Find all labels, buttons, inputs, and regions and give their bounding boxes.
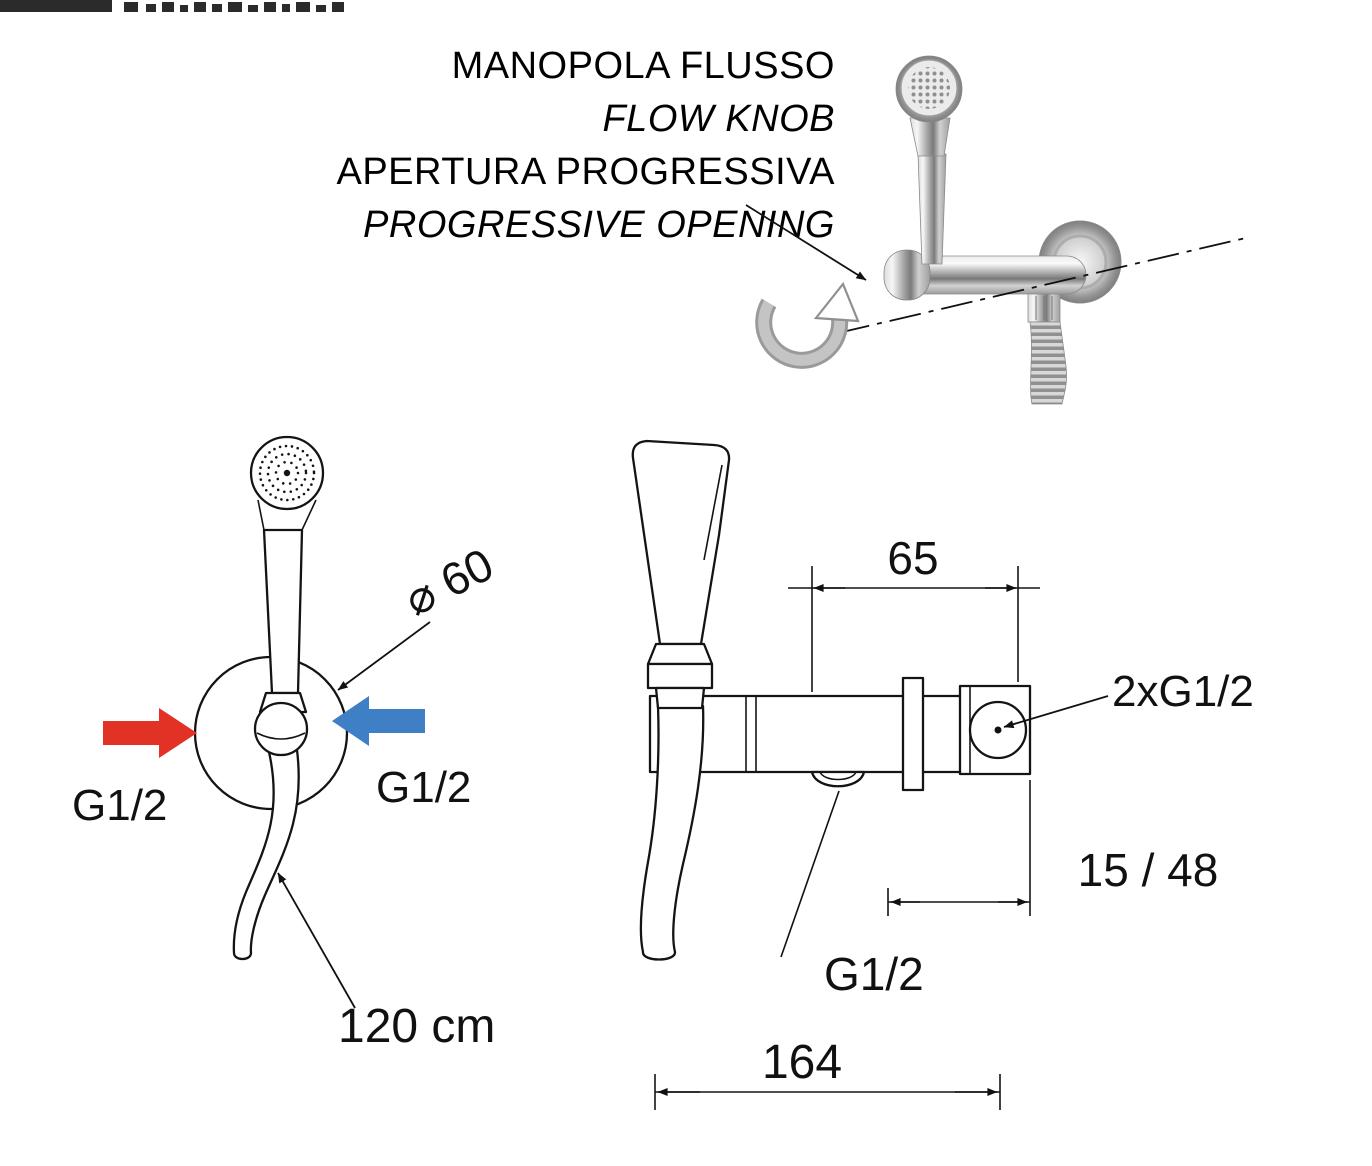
dim-15-48: 15 / 48 [887,780,1219,916]
hose-front [232,748,300,961]
hose-side [639,704,705,961]
dim-65: 65 [788,532,1040,692]
flex-hose [1029,321,1067,405]
annotation-line-3: APERTURA PROGRESSIVA [336,151,835,193]
shower-neck [909,117,951,157]
wall-plate-side [901,676,925,792]
side-view: 65 2xG1/2 15 / 48 G1/2 [631,439,1254,1110]
cropped-top-text [0,0,344,12]
hose-length-leader [277,872,356,1009]
hose-length-label: 120 cm [338,1000,495,1053]
rotation-arrowhead [813,281,860,323]
axis-centerline [837,236,1251,334]
shower-handle [917,153,947,265]
cold-inlet-label: G1/2 [376,763,471,812]
flow-knob [883,249,931,301]
label-leader-arrow [745,204,867,281]
hot-water-arrow [103,708,197,758]
product-photo [883,55,1122,405]
diameter-leader [337,621,431,691]
handle-connector-side [646,642,714,666]
connections-label: 2xG1/2 [1112,667,1254,716]
dim-164-text: 164 [762,1036,842,1089]
dim-164: 164 [654,1036,1001,1110]
annotation-line-1: MANOPOLA FLUSSO [451,45,835,87]
cold-water-arrow [332,696,425,746]
handle-front [262,528,304,695]
rotation-arrow [755,281,860,369]
dim-15-48-text: 15 / 48 [1078,844,1219,896]
hot-inlet-label: G1/2 [72,781,167,830]
outlet-leader [780,790,840,958]
handle-side [631,439,731,646]
annotation-line-2: FLOW KNOB [602,98,835,140]
front-view: ⌀ 60 G1/2 G1/2 120 cm [72,435,501,1053]
diameter-label: ⌀ 60 [396,538,501,626]
outlet-label: G1/2 [824,948,924,1000]
ball-joint-front [253,701,309,757]
dim-65-text: 65 [887,532,938,584]
connections-leader [1003,695,1109,729]
